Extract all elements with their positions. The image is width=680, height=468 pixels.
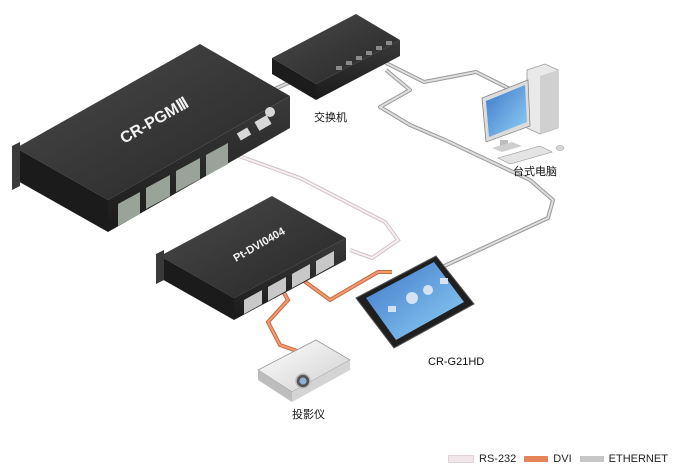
rs232-cables — [227, 150, 401, 261]
legend-swatch-rs232 — [448, 455, 474, 463]
legend-swatch-dvi — [524, 456, 549, 462]
legend-swatch-ethernet — [579, 456, 604, 462]
cr-pgm-controller: CR-PGMⅢ — [12, 44, 290, 232]
projector-label: 投影仪 — [292, 407, 325, 421]
pc-label: 台式电脑 — [513, 164, 557, 178]
switch-label: 交换机 — [314, 110, 347, 124]
legend: RS-232 DVI ETHERNET — [448, 452, 676, 466]
projector — [257, 339, 351, 402]
network-switch — [272, 14, 400, 100]
dvi-cables — [265, 270, 392, 354]
legend-label-ethernet: ETHERNET — [608, 453, 668, 465]
legend-item-rs232: RS-232 — [448, 453, 516, 465]
desktop-pc — [481, 63, 565, 165]
cr-g21hd-touch-panel — [355, 255, 475, 349]
legend-item-dvi: DVI — [524, 453, 572, 465]
touch-panel-label: CR-G21HD — [428, 356, 484, 368]
legend-label-rs232: RS-232 — [479, 453, 517, 465]
legend-item-ethernet: ETHERNET — [579, 453, 668, 465]
legend-label-dvi: DVI — [553, 453, 572, 465]
pt-dvi0404-switcher: Pt-DVI0404 — [156, 196, 346, 320]
